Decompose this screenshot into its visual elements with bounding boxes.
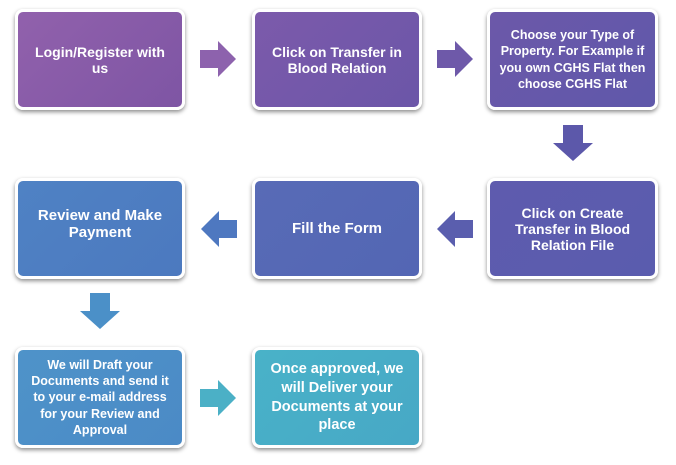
step-choose-property: Choose your Type of Property. For Exampl… [487, 9, 658, 110]
step-create-file-label: Click on Create Transfer in Blood Relati… [514, 204, 631, 253]
step-draft-documents: We will Draft your Documents and send it… [15, 347, 185, 448]
arrow-down-icon [553, 125, 593, 161]
arrow-left-icon [437, 211, 473, 247]
step-deliver-documents-label: Once approved, we will Deliver your Docu… [270, 360, 404, 434]
step-review-payment: Review and Make Payment [15, 178, 185, 279]
step-fill-form-label: Fill the Form [292, 220, 382, 237]
step-fill-form: Fill the Form [252, 178, 422, 279]
step-login-register-label: Login/Register with us [35, 43, 165, 76]
step-draft-documents-label: We will Draft your Documents and send it… [31, 357, 169, 437]
step-review-payment-label: Review and Make Payment [37, 207, 163, 241]
arrow-right-icon [200, 41, 236, 77]
step-choose-property-label: Choose your Type of Property. For Exampl… [499, 28, 646, 91]
step-deliver-documents: Once approved, we will Deliver your Docu… [252, 347, 422, 448]
arrow-right-icon [200, 380, 236, 416]
step-click-transfer-label: Click on Transfer in Blood Relation [272, 43, 402, 76]
step-click-transfer: Click on Transfer in Blood Relation [252, 9, 422, 110]
arrow-down-icon [80, 293, 120, 329]
arrow-right-icon [437, 41, 473, 77]
step-login-register: Login/Register with us [15, 9, 185, 110]
arrow-left-icon [201, 211, 237, 247]
step-create-file: Click on Create Transfer in Blood Relati… [487, 178, 658, 279]
